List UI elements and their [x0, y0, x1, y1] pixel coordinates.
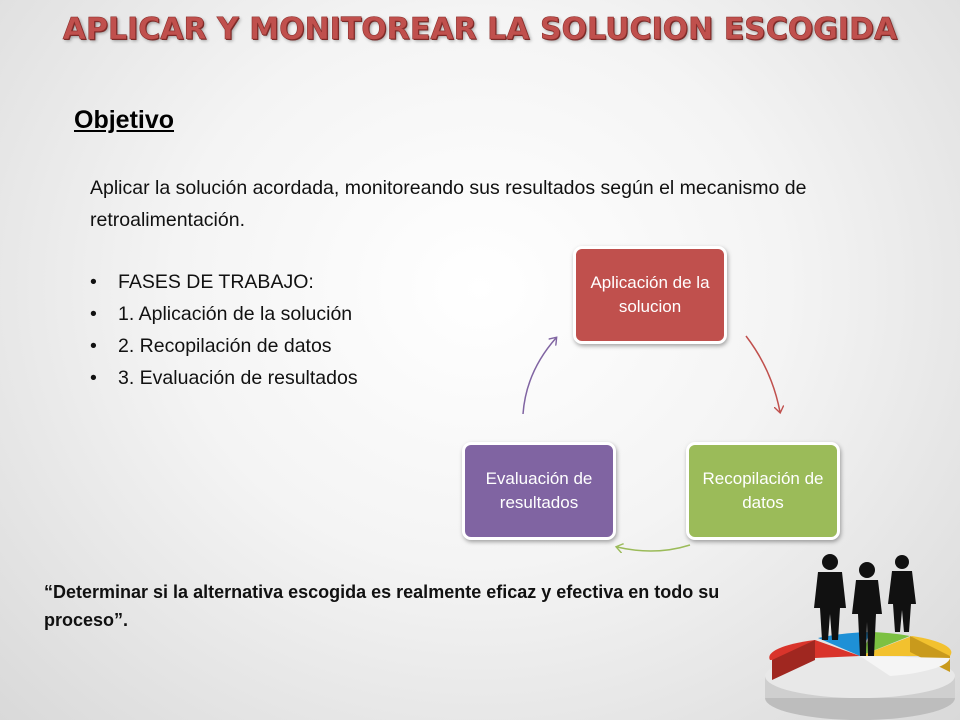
businesswoman-center-icon	[852, 562, 882, 656]
cycle-node-label: Recopilación de datos	[702, 469, 824, 512]
cycle-node-label: Evaluación de resultados	[485, 469, 593, 512]
slide-title: APLICAR Y MONITOREAR LA SOLUCION ESCOGID…	[62, 12, 898, 48]
arrow-aplicacion-to-recopilacion	[745, 335, 780, 412]
phase-item-2: 2. Recopilación de datos	[90, 330, 358, 362]
cycle-node-recopilacion: Recopilación de datos	[686, 442, 840, 540]
cycle-node-evaluacion: Evaluación de resultados	[462, 442, 616, 540]
phase-item-1: 1. Aplicación de la solución	[90, 298, 358, 330]
phase-item-3: 3. Evaluación de resultados	[90, 362, 358, 394]
arrow-recopilacion-to-evaluacion	[617, 545, 691, 551]
arrow-evaluacion-to-aplicacion	[522, 338, 556, 415]
cycle-node-aplicacion: Aplicación de la solucion	[573, 246, 727, 344]
phases-list: FASES DE TRABAJO: 1. Aplicación de la so…	[90, 266, 358, 394]
pie-chart-icon	[765, 632, 955, 720]
objective-heading: Objetivo	[74, 106, 175, 134]
objective-text: Aplicar la solución acordada, monitorean…	[90, 177, 807, 231]
businessman-left-icon	[814, 554, 846, 640]
phase-item-header: FASES DE TRABAJO:	[90, 266, 358, 298]
businessman-right-icon	[888, 555, 916, 632]
business-people-illustration	[765, 554, 955, 720]
quote-text: “Determinar si la alternativa escogida e…	[44, 582, 720, 630]
cycle-node-label: Aplicación de la solucion	[590, 273, 710, 316]
